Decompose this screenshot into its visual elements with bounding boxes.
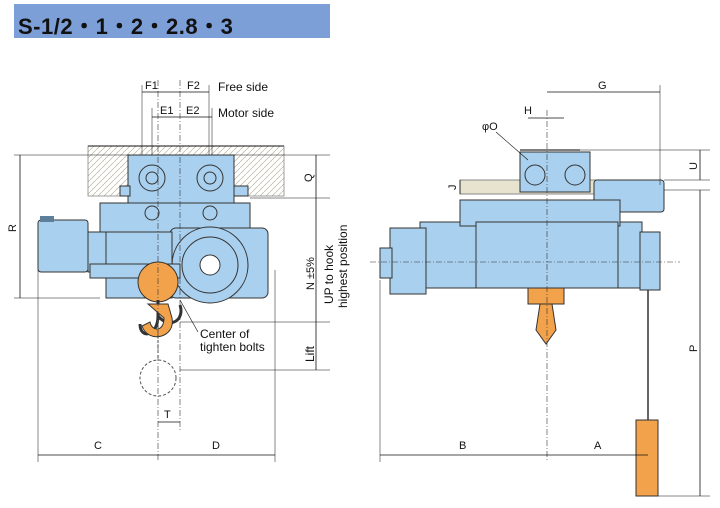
gearbox-right-view [389,227,427,295]
label-F1: F1 [145,80,158,92]
label-R: R [7,224,19,232]
label-U: U [688,162,700,170]
pendant-switch [635,419,659,497]
trolley-wheel-right [196,164,224,192]
label-phi-O: φO [482,121,498,133]
label-D: D [212,440,220,452]
trolley-wheel-left [138,164,166,192]
label-E1: E1 [160,105,173,117]
motor-left [37,219,89,273]
label-F2: F2 [187,80,200,92]
label-G: G [598,80,607,92]
label-up-to-hook: UP to hook [322,244,336,304]
label-B: B [459,440,466,452]
front-view-right: G H φO J U P B A [370,80,710,497]
page-title: S-1/2・1・2・2.8・3 [18,14,234,39]
label-H: H [524,105,532,117]
side-view-left: F1 F2 Free side E1 E2 Motor side R Q N ±… [7,80,350,462]
label-free-side: Free side [218,80,268,94]
label-E2: E2 [186,105,199,117]
label-T: T [164,409,171,421]
title-bar [14,4,330,38]
label-C: C [94,440,102,452]
label-A: A [594,440,602,452]
label-P: P [688,345,700,352]
label-J: J [447,185,459,191]
hook-right [535,303,557,345]
label-tighten-bolts: tighten bolts [200,340,265,354]
label-highest-position: highest position [336,225,350,308]
label-N: N ±5% [305,257,317,290]
label-Q: Q [303,173,315,182]
label-lift: Lift [303,345,317,362]
label-motor-side: Motor side [218,106,274,120]
label-center-of: Center of [200,327,250,341]
